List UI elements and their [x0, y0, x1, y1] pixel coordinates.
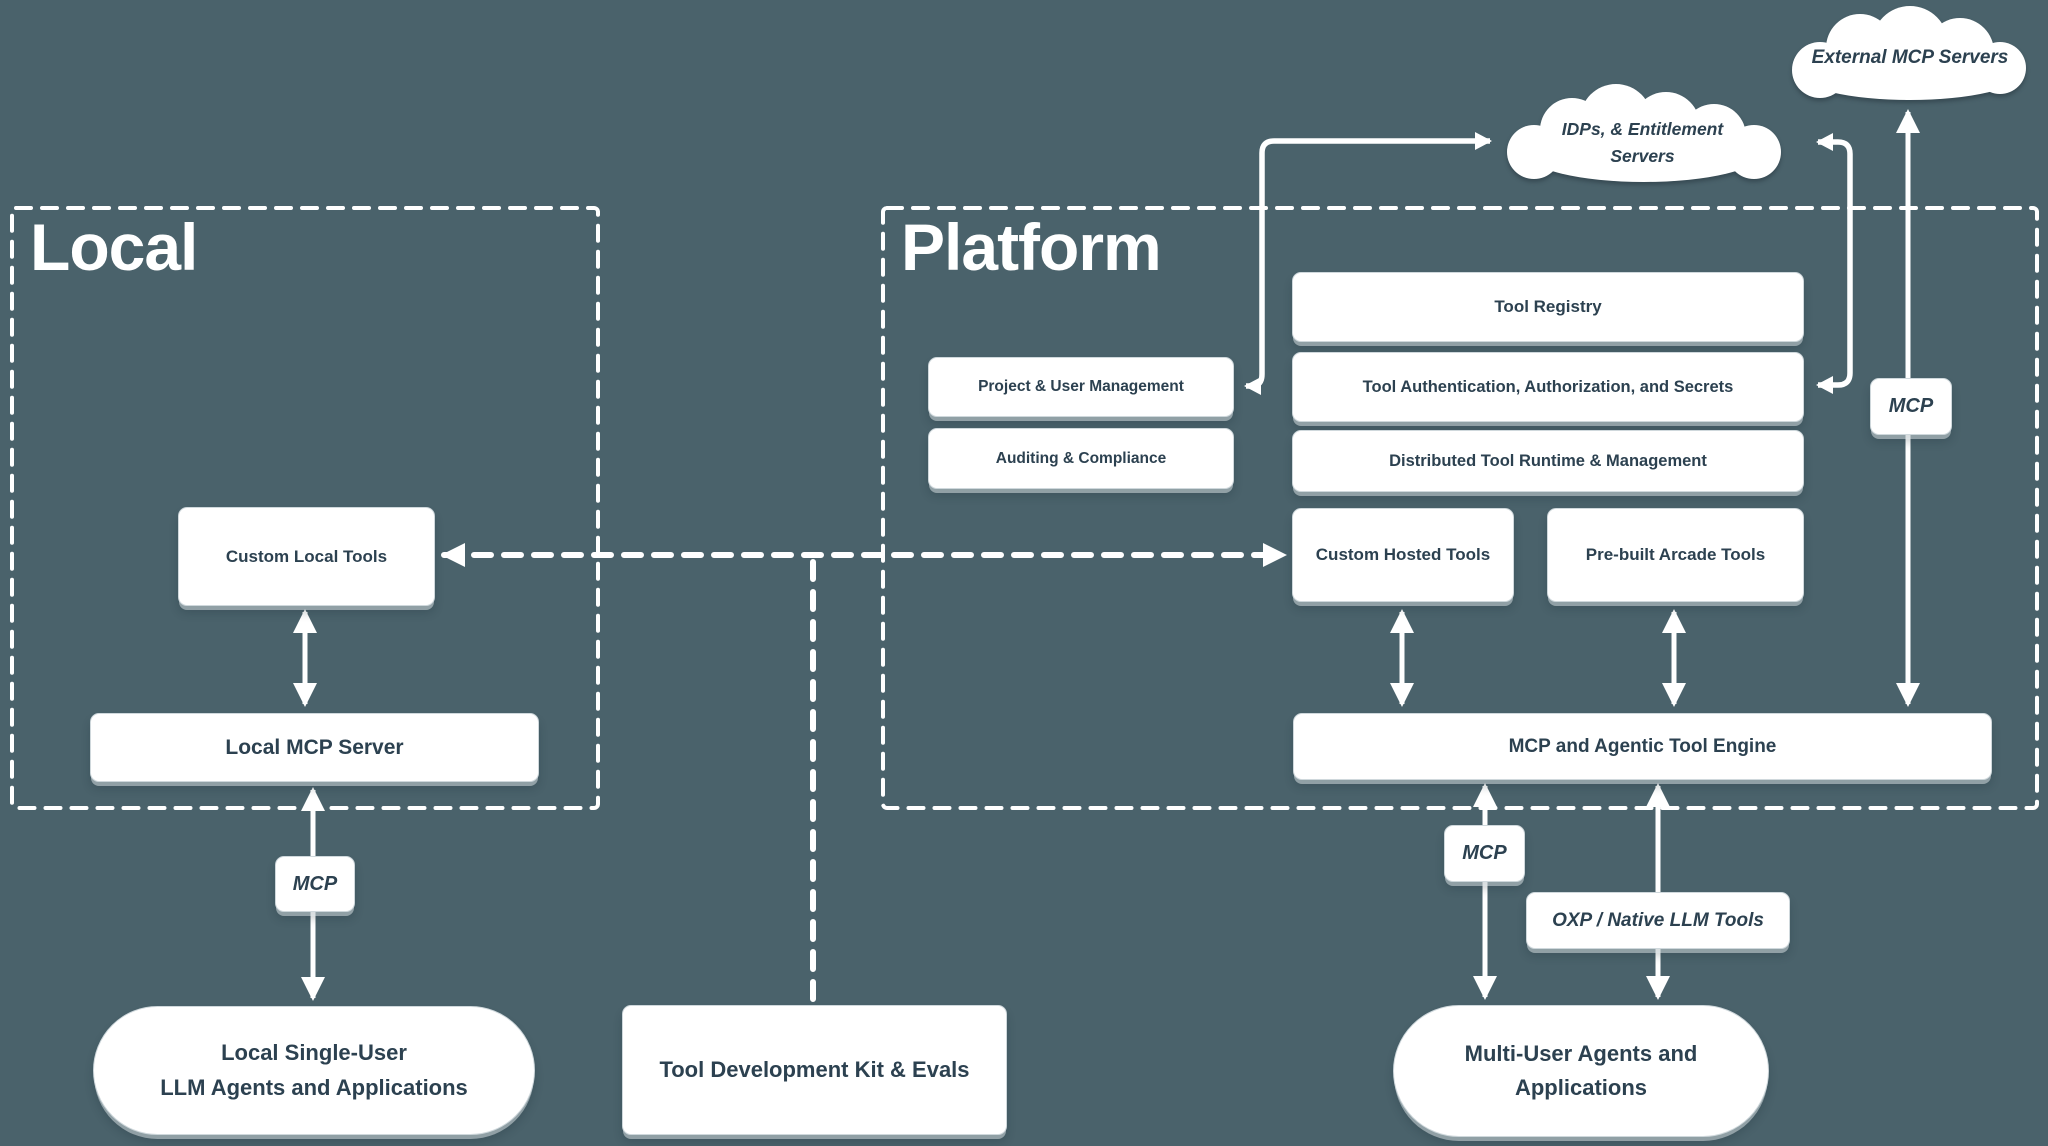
local-agents-pill: Local Single-User LLM Agents and Applica… — [93, 1006, 535, 1135]
mcp-edge-label-platform: MCP — [1444, 825, 1525, 882]
local-mcp-server-box: Local MCP Server — [90, 713, 539, 782]
mcp-edge-label-local: MCP — [275, 856, 355, 912]
custom-hosted-tools-box: Custom Hosted Tools — [1292, 508, 1514, 602]
distributed-tool-runtime-box: Distributed Tool Runtime & Management — [1292, 430, 1804, 492]
local-agents-line1: Local Single-User — [221, 1040, 407, 1066]
custom-local-tools-box: Custom Local Tools — [178, 507, 435, 606]
external-mcp-servers-cloud — [1792, 6, 2026, 100]
mcp-agentic-tool-engine-box: MCP and Agentic Tool Engine — [1293, 713, 1992, 780]
multi-user-line1: Multi-User Agents and — [1464, 1040, 1698, 1066]
local-region-title: Local — [30, 210, 198, 284]
tool-auth-box: Tool Authentication, Authorization, and … — [1292, 352, 1804, 422]
mcp-edge-label-external: MCP — [1870, 378, 1952, 435]
idps-entitlement-label: IDPs, & Entitlement Servers — [1525, 116, 1760, 170]
local-agents-line2: LLM Agents and Applications — [160, 1074, 468, 1100]
oxp-native-llm-tools-label: OXP / Native LLM Tools — [1526, 892, 1790, 949]
external-mcp-servers-label: External MCP Servers — [1811, 47, 2009, 68]
arrow-project-user-mgmt-idps-cloud — [1244, 132, 1492, 395]
multi-user-agents-pill: Multi-User Agents and Applications — [1393, 1005, 1769, 1137]
idps-label-line2: Servers — [1610, 146, 1675, 166]
platform-region-title: Platform — [901, 210, 1162, 284]
idps-label-line1: IDPs, & Entitlement — [1561, 119, 1724, 139]
auditing-compliance-box: Auditing & Compliance — [928, 428, 1234, 489]
arrow-idps-cloud-tool-auth — [1816, 133, 1853, 394]
tool-dev-kit-box: Tool Development Kit & Evals — [622, 1005, 1007, 1135]
tool-registry-box: Tool Registry — [1292, 272, 1804, 342]
prebuilt-arcade-tools-box: Pre-built Arcade Tools — [1547, 508, 1804, 602]
project-user-management-box: Project & User Management — [928, 357, 1234, 417]
multi-user-line2: Applications — [1514, 1075, 1647, 1100]
idps-entitlement-cloud — [1507, 84, 1781, 182]
